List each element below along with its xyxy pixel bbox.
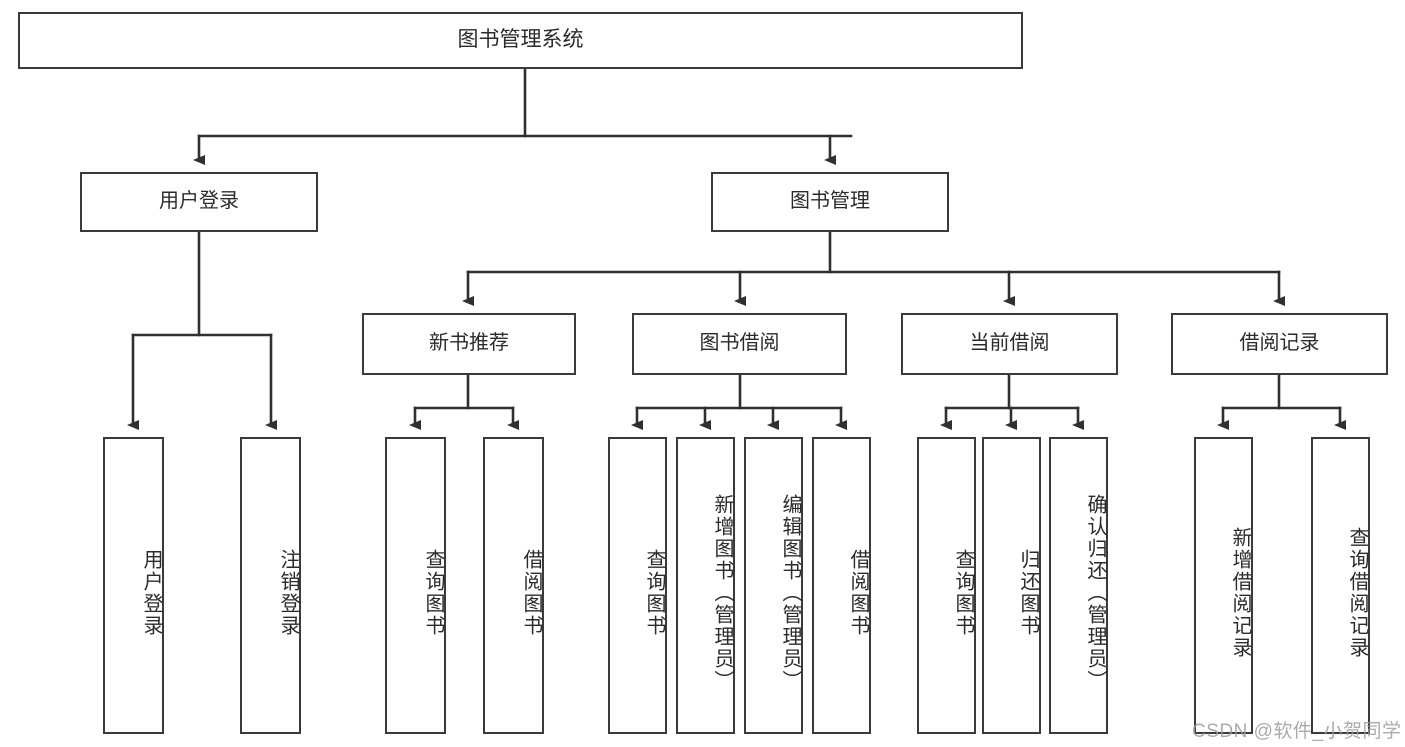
- node-leaf-user-logout-label: 注销登录: [277, 548, 299, 637]
- node-leaf-query-book-2-label: 查询图书: [643, 548, 665, 637]
- node-book-manage[interactable]: 图书管理: [711, 172, 949, 232]
- node-leaf-borrow-book-2[interactable]: 借阅图书: [812, 437, 871, 734]
- node-leaf-query-record[interactable]: 查询借阅记录: [1311, 437, 1370, 734]
- node-leaf-user-login-label: 用户登录: [140, 548, 162, 637]
- node-leaf-query-book-2[interactable]: 查询图书: [608, 437, 667, 734]
- watermark-text: CSDN @软件_小贺同学: [1192, 721, 1402, 742]
- node-leaf-add-book[interactable]: 新增图书（管理员）: [676, 437, 735, 734]
- node-root[interactable]: 图书管理系统: [18, 12, 1023, 69]
- node-borrow-record-label: 借阅记录: [1239, 332, 1320, 355]
- node-leaf-query-book-3-label: 查询图书: [952, 548, 974, 637]
- node-leaf-confirm-return-label: 确认归还（管理员）: [1084, 493, 1106, 692]
- node-leaf-return-book[interactable]: 归还图书: [982, 437, 1041, 734]
- node-leaf-query-record-label: 查询借阅记录: [1346, 526, 1368, 659]
- node-leaf-edit-book-label: 编辑图书（管理员）: [779, 493, 801, 692]
- node-leaf-add-record-label: 新增借阅记录: [1229, 526, 1251, 659]
- node-leaf-add-record[interactable]: 新增借阅记录: [1194, 437, 1253, 734]
- node-leaf-query-book-3[interactable]: 查询图书: [917, 437, 976, 734]
- node-user-login[interactable]: 用户登录: [80, 172, 318, 232]
- node-borrow-record[interactable]: 借阅记录: [1171, 313, 1388, 375]
- node-leaf-user-logout[interactable]: 注销登录: [240, 437, 301, 734]
- node-current-borrow[interactable]: 当前借阅: [901, 313, 1118, 375]
- node-new-book-rec[interactable]: 新书推荐: [362, 313, 576, 375]
- node-leaf-query-book-1[interactable]: 查询图书: [385, 437, 446, 734]
- node-leaf-query-book-1-label: 查询图书: [422, 548, 444, 637]
- node-leaf-add-book-label: 新增图书（管理员）: [711, 493, 733, 692]
- node-user-login-label: 用户登录: [159, 190, 239, 213]
- node-leaf-borrow-book-1[interactable]: 借阅图书: [483, 437, 544, 734]
- node-leaf-return-book-label: 归还图书: [1017, 548, 1039, 637]
- node-leaf-user-login[interactable]: 用户登录: [103, 437, 164, 734]
- watermark: CSDN @软件_小贺同学: [1192, 716, 1401, 743]
- node-book-manage-label: 图书管理: [790, 190, 870, 213]
- node-leaf-edit-book[interactable]: 编辑图书（管理员）: [744, 437, 803, 734]
- node-current-borrow-label: 当前借阅: [969, 332, 1050, 355]
- node-leaf-borrow-book-2-label: 借阅图书: [847, 548, 869, 637]
- node-book-borrow[interactable]: 图书借阅: [632, 313, 847, 375]
- node-root-label: 图书管理系统: [457, 28, 584, 52]
- node-leaf-confirm-return[interactable]: 确认归还（管理员）: [1049, 437, 1108, 734]
- node-leaf-borrow-book-1-label: 借阅图书: [520, 548, 542, 637]
- node-new-book-rec-label: 新书推荐: [429, 332, 509, 355]
- node-book-borrow-label: 图书借阅: [699, 332, 780, 355]
